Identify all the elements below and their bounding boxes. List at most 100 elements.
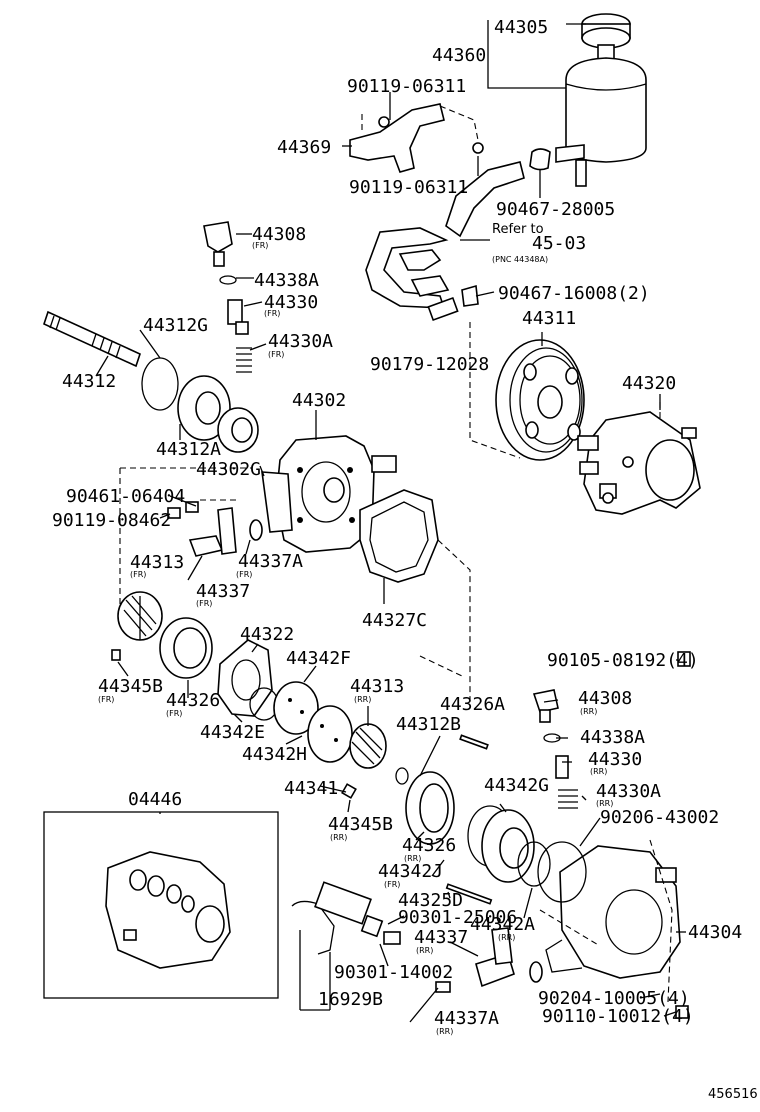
kit-04446-box: [43, 811, 279, 999]
vane-rr: [341, 783, 357, 799]
label-44308-rr: 44308: [578, 688, 632, 709]
tag-44330A-fr: (FR): [268, 350, 284, 359]
bearing-44312A: [177, 375, 259, 453]
tag-44337-rr: (RR): [416, 946, 433, 955]
leader-lines: [95, 20, 686, 1023]
label-44345B-rr: 44345B: [328, 814, 393, 835]
label-90105-08192: 90105-08192(4): [547, 650, 699, 671]
label-refer-page: 45-03: [532, 233, 586, 254]
label-90119-06311-upper: 90119-06311: [347, 76, 466, 97]
label-44311: 44311: [522, 308, 576, 329]
label-44312G: 44312G: [143, 315, 208, 336]
label-44342F: 44342F: [286, 648, 351, 669]
reservoir-tank: [555, 13, 647, 187]
pin-44325D: [445, 883, 493, 905]
valve-rr: [383, 927, 543, 993]
label-44342E: 44342E: [200, 722, 265, 743]
cam-ring-rr: [405, 771, 455, 845]
label-16929B: 16929B: [318, 989, 383, 1010]
rotor-fr: [117, 591, 163, 641]
tag-44337A-fr: (FR): [236, 570, 252, 579]
seal-44342A: [517, 841, 551, 887]
label-90119-06311-lower: 90119-06311: [349, 177, 468, 198]
union-fittings-rr: [532, 689, 578, 809]
label-90461-06404: 90461-06404: [66, 486, 185, 507]
vane-fr: [111, 649, 121, 661]
tag-44326-fr: (FR): [166, 709, 182, 718]
side-plate-44342H: [307, 705, 353, 763]
label-90110-10012: 90110-10012(4): [542, 1006, 694, 1027]
label-44304: 44304: [688, 922, 742, 943]
label-44330-fr: 44330: [264, 292, 318, 313]
label-44342J: 44342J: [378, 861, 443, 882]
rear-housing: [537, 841, 681, 979]
label-90467-28005: 90467-28005: [496, 199, 615, 220]
label-44330-rr: 44330: [588, 749, 642, 770]
label-44326-rr: 44326: [402, 835, 456, 856]
tag-44345B-fr: (FR): [98, 695, 114, 704]
rotor-rr: [349, 723, 387, 769]
figure-code: 456516: [708, 1087, 758, 1102]
label-refer-pnc: (PNC 44348A): [492, 255, 548, 264]
label-44302G: 44302G: [196, 459, 261, 480]
label-44360: 44360: [432, 45, 486, 66]
tag-44326-rr: (RR): [404, 854, 421, 863]
label-44337A-fr: 44337A: [238, 551, 303, 572]
label-44338A-rr: 44338A: [580, 727, 645, 748]
label-44338A-fr: 44338A: [254, 270, 319, 291]
pump-assembly: [577, 402, 701, 515]
tag-44337-fr: (FR): [196, 599, 212, 608]
label-refer-to: Refer to: [492, 222, 544, 237]
reservoir-bracket: [349, 103, 484, 173]
label-44312B: 44312B: [396, 714, 461, 735]
pulley: [469, 322, 585, 461]
label-44325D: 44325D: [398, 890, 463, 911]
cam-ring-fr: [159, 617, 213, 679]
label-44341: 44341: [284, 778, 338, 799]
hoses: [365, 148, 551, 322]
label-44342G: 44342G: [484, 775, 549, 796]
label-44326A: 44326A: [440, 694, 505, 715]
label-90204-10005: 90204-10005(4): [538, 988, 690, 1009]
label-44342H: 44342H: [242, 744, 307, 765]
tag-44313-fr: (FR): [130, 570, 146, 579]
bolt-90105: [677, 651, 691, 667]
snap-ring-44312G: [141, 357, 179, 411]
tag-44308-fr: (FR): [252, 241, 268, 250]
label-44345B-fr: 44345B: [98, 676, 163, 697]
label-44330A-rr: 44330A: [596, 781, 661, 802]
label-44313-fr: 44313: [130, 552, 184, 573]
tag-44308-rr: (RR): [580, 707, 597, 716]
label-44305: 44305: [494, 17, 548, 38]
tag-44330-rr: (RR): [590, 767, 607, 776]
tag-44342J: (FR): [384, 880, 400, 889]
tag-44337A-rr: (RR): [436, 1027, 453, 1036]
label-44312A: 44312A: [156, 439, 221, 460]
side-plate-44342F: [273, 681, 319, 735]
label-90467-16008: 90467-16008(2): [498, 283, 650, 304]
pressure-plate-rr: [481, 809, 535, 883]
label-44322: 44322: [240, 624, 294, 645]
label-44320: 44320: [622, 373, 676, 394]
label-44313-rr: 44313: [350, 676, 404, 697]
label-44302: 44302: [292, 390, 346, 411]
union-fittings-fr: [203, 221, 252, 373]
label-44330A-fr: 44330A: [268, 331, 333, 352]
tag-44330A-rr: (RR): [596, 799, 613, 808]
tag-44313-rr: (RR): [354, 695, 371, 704]
label-44326-fr: 44326: [166, 690, 220, 711]
label-90301-25006: 90301-25006: [398, 907, 517, 928]
snap-ring-44312B: [395, 767, 409, 785]
label-44337A-rr: 44337A: [434, 1008, 499, 1029]
label-90179-12028: 90179-12028: [370, 354, 489, 375]
label-44308-fr: 44308: [252, 224, 306, 245]
label-44312: 44312: [62, 371, 116, 392]
tag-44345B-rr: (RR): [330, 833, 347, 842]
pin-44326A: [459, 734, 489, 750]
label-44369: 44369: [277, 137, 331, 158]
kit-04446-illustration: [105, 851, 231, 969]
label-04446: 04446: [128, 789, 182, 810]
pump-housing: [261, 435, 397, 553]
label-90119-08462: 90119-08462: [52, 510, 171, 531]
